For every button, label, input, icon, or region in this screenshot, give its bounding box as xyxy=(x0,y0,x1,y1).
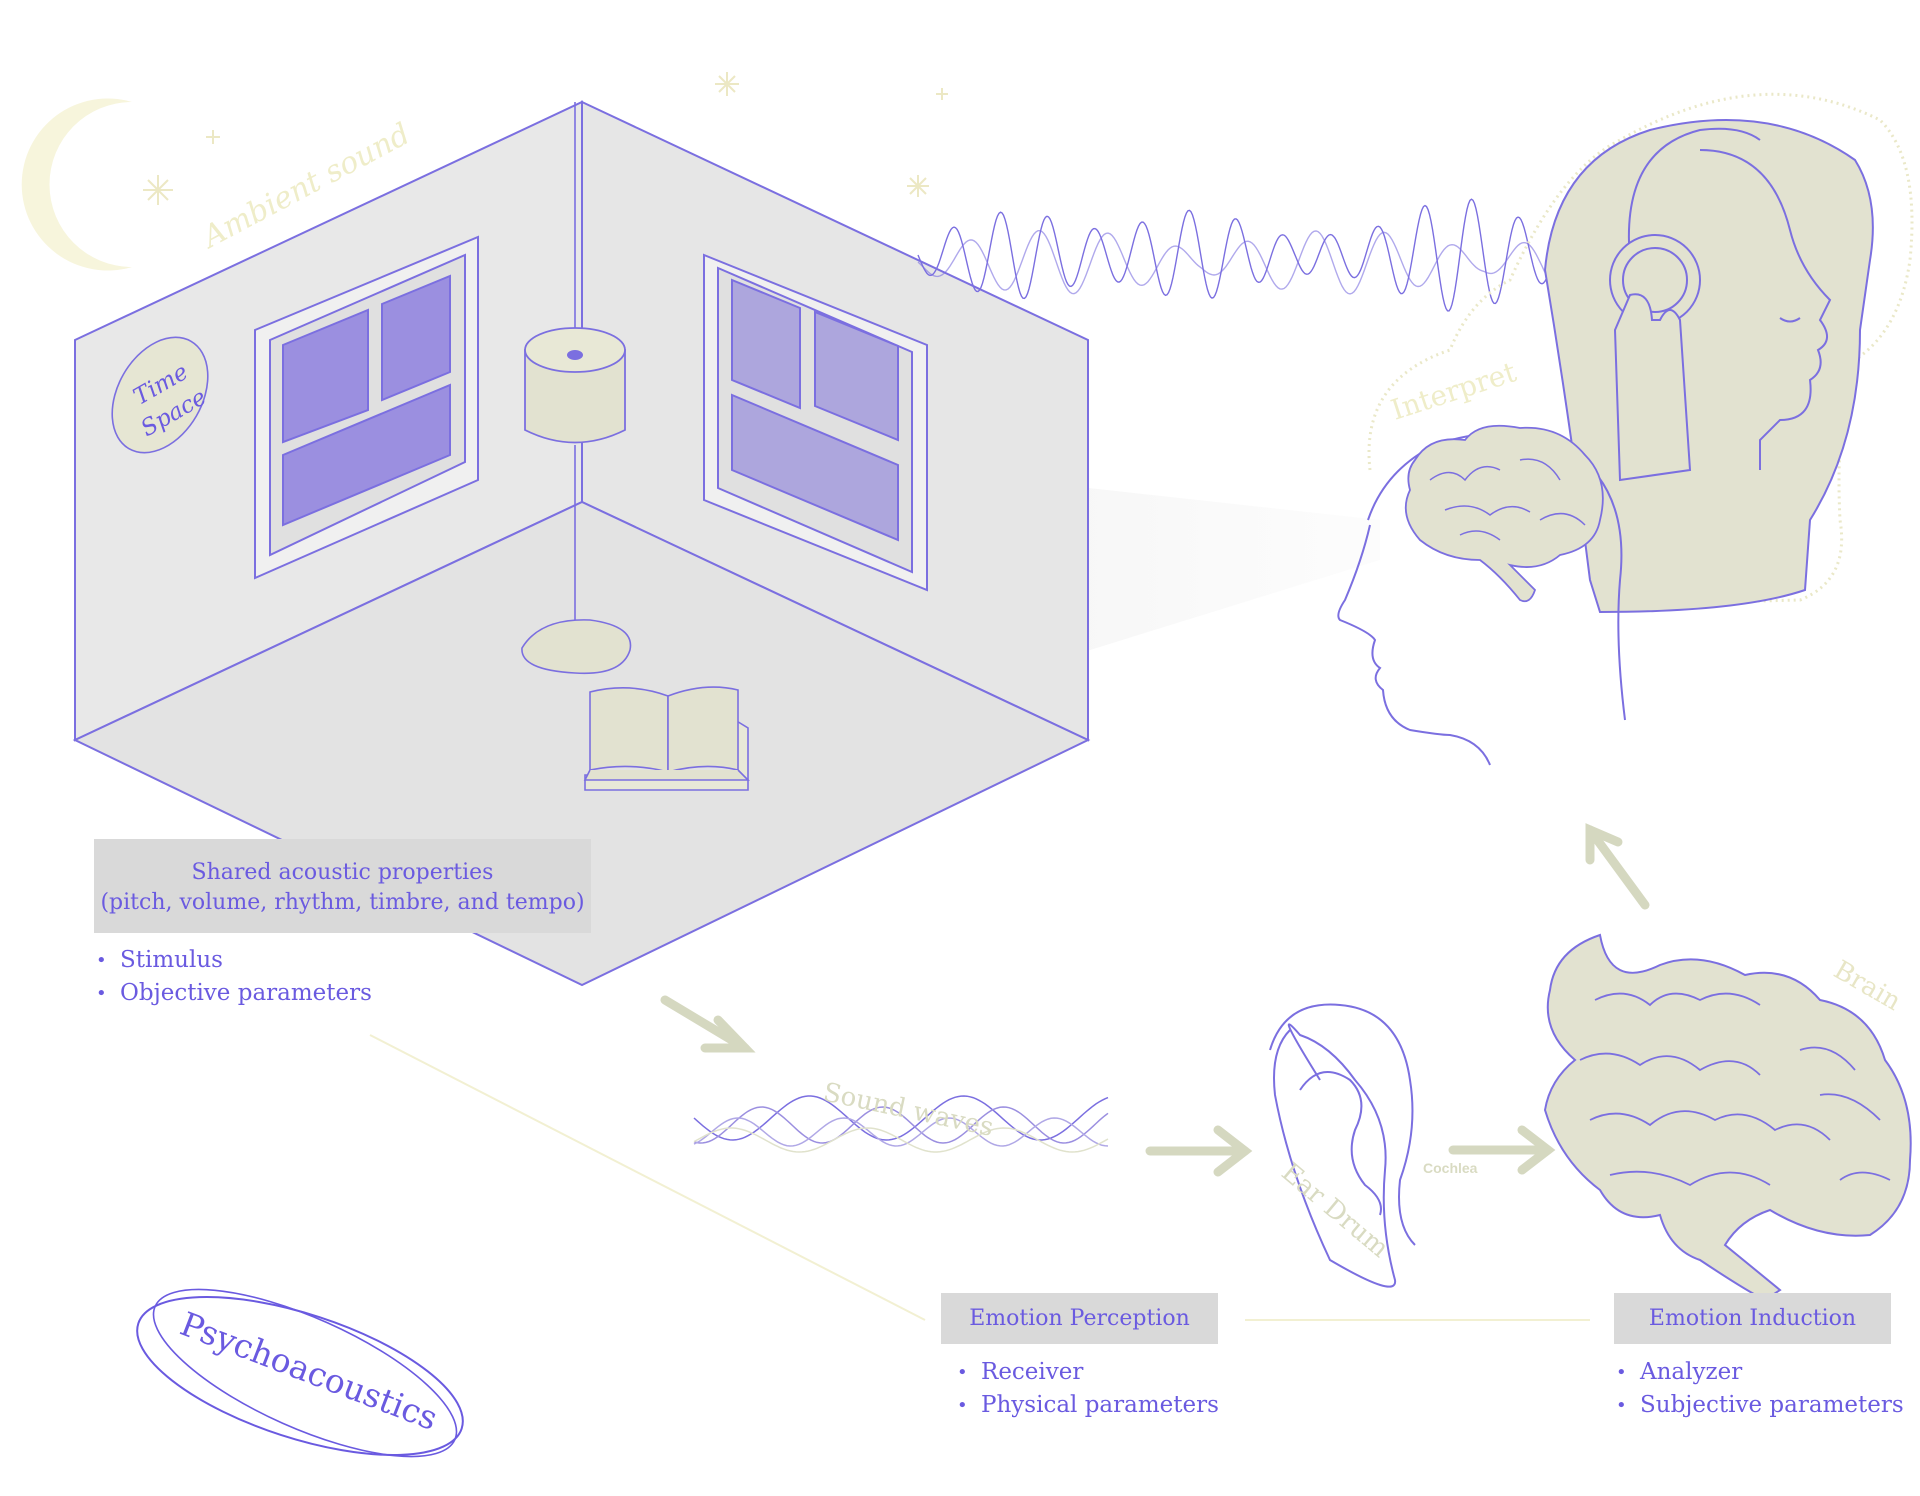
window-left xyxy=(254,235,479,580)
induction-bullets: Analyzer Subjective parameters xyxy=(1614,1356,1904,1422)
brain-icon xyxy=(1404,424,1604,603)
ear-icon xyxy=(1269,1003,1416,1288)
arrow-icon xyxy=(1448,1125,1556,1175)
moon-icon xyxy=(21,98,132,271)
waveform-top xyxy=(917,198,1601,312)
listener-figure xyxy=(1543,119,1874,614)
logo-text: Psychoacoustics xyxy=(175,1304,443,1438)
list-item: Objective parameters xyxy=(94,977,372,1010)
brain-icon xyxy=(1543,933,1912,1302)
list-item: Analyzer xyxy=(1614,1356,1904,1389)
ear-drum-label: Ear Drum xyxy=(1276,1157,1395,1263)
arrow-icon xyxy=(660,995,756,1053)
perception-bullets: Receiver Physical parameters xyxy=(955,1356,1219,1422)
stimulus-box: Shared acoustic properties (pitch, volum… xyxy=(94,839,591,933)
list-item: Subjective parameters xyxy=(1614,1389,1904,1422)
flow-arrows xyxy=(660,823,1650,1177)
interpret-label: Interpret xyxy=(1387,355,1521,427)
sound-waves xyxy=(693,1095,1109,1153)
emotion-perception-title: Emotion Perception xyxy=(969,1306,1190,1331)
connector-stimulus-perception xyxy=(369,1034,926,1321)
arrow-icon xyxy=(1585,823,1650,910)
psychoacoustics-logo: Psychoacoustics xyxy=(136,1288,464,1458)
lamp-icon xyxy=(521,102,632,675)
list-item: Receiver xyxy=(955,1356,1219,1389)
emotion-induction-box: Emotion Induction xyxy=(1614,1293,1891,1344)
stimulus-title: Shared acoustic properties xyxy=(191,860,494,885)
list-item: Physical parameters xyxy=(955,1389,1219,1422)
headphones-icon xyxy=(1609,127,1761,482)
sparkle-icon xyxy=(143,72,948,205)
window-right xyxy=(703,253,928,592)
time-space-badge xyxy=(111,336,209,454)
stimulus-subtitle: (pitch, volume, rhythm, timbre, and temp… xyxy=(100,890,585,915)
profile-head xyxy=(1337,424,1626,766)
emotion-induction-title: Emotion Induction xyxy=(1648,1306,1857,1331)
emotion-perception-box: Emotion Perception xyxy=(941,1293,1218,1344)
cochlea-label: Cochlea xyxy=(1423,1160,1478,1176)
list-item: Stimulus xyxy=(94,944,372,977)
stimulus-bullets: Stimulus Objective parameters xyxy=(94,944,372,1010)
arrow-icon xyxy=(1145,1125,1253,1177)
book-icon xyxy=(583,686,750,791)
room-illustration: Time Space xyxy=(72,100,1091,987)
